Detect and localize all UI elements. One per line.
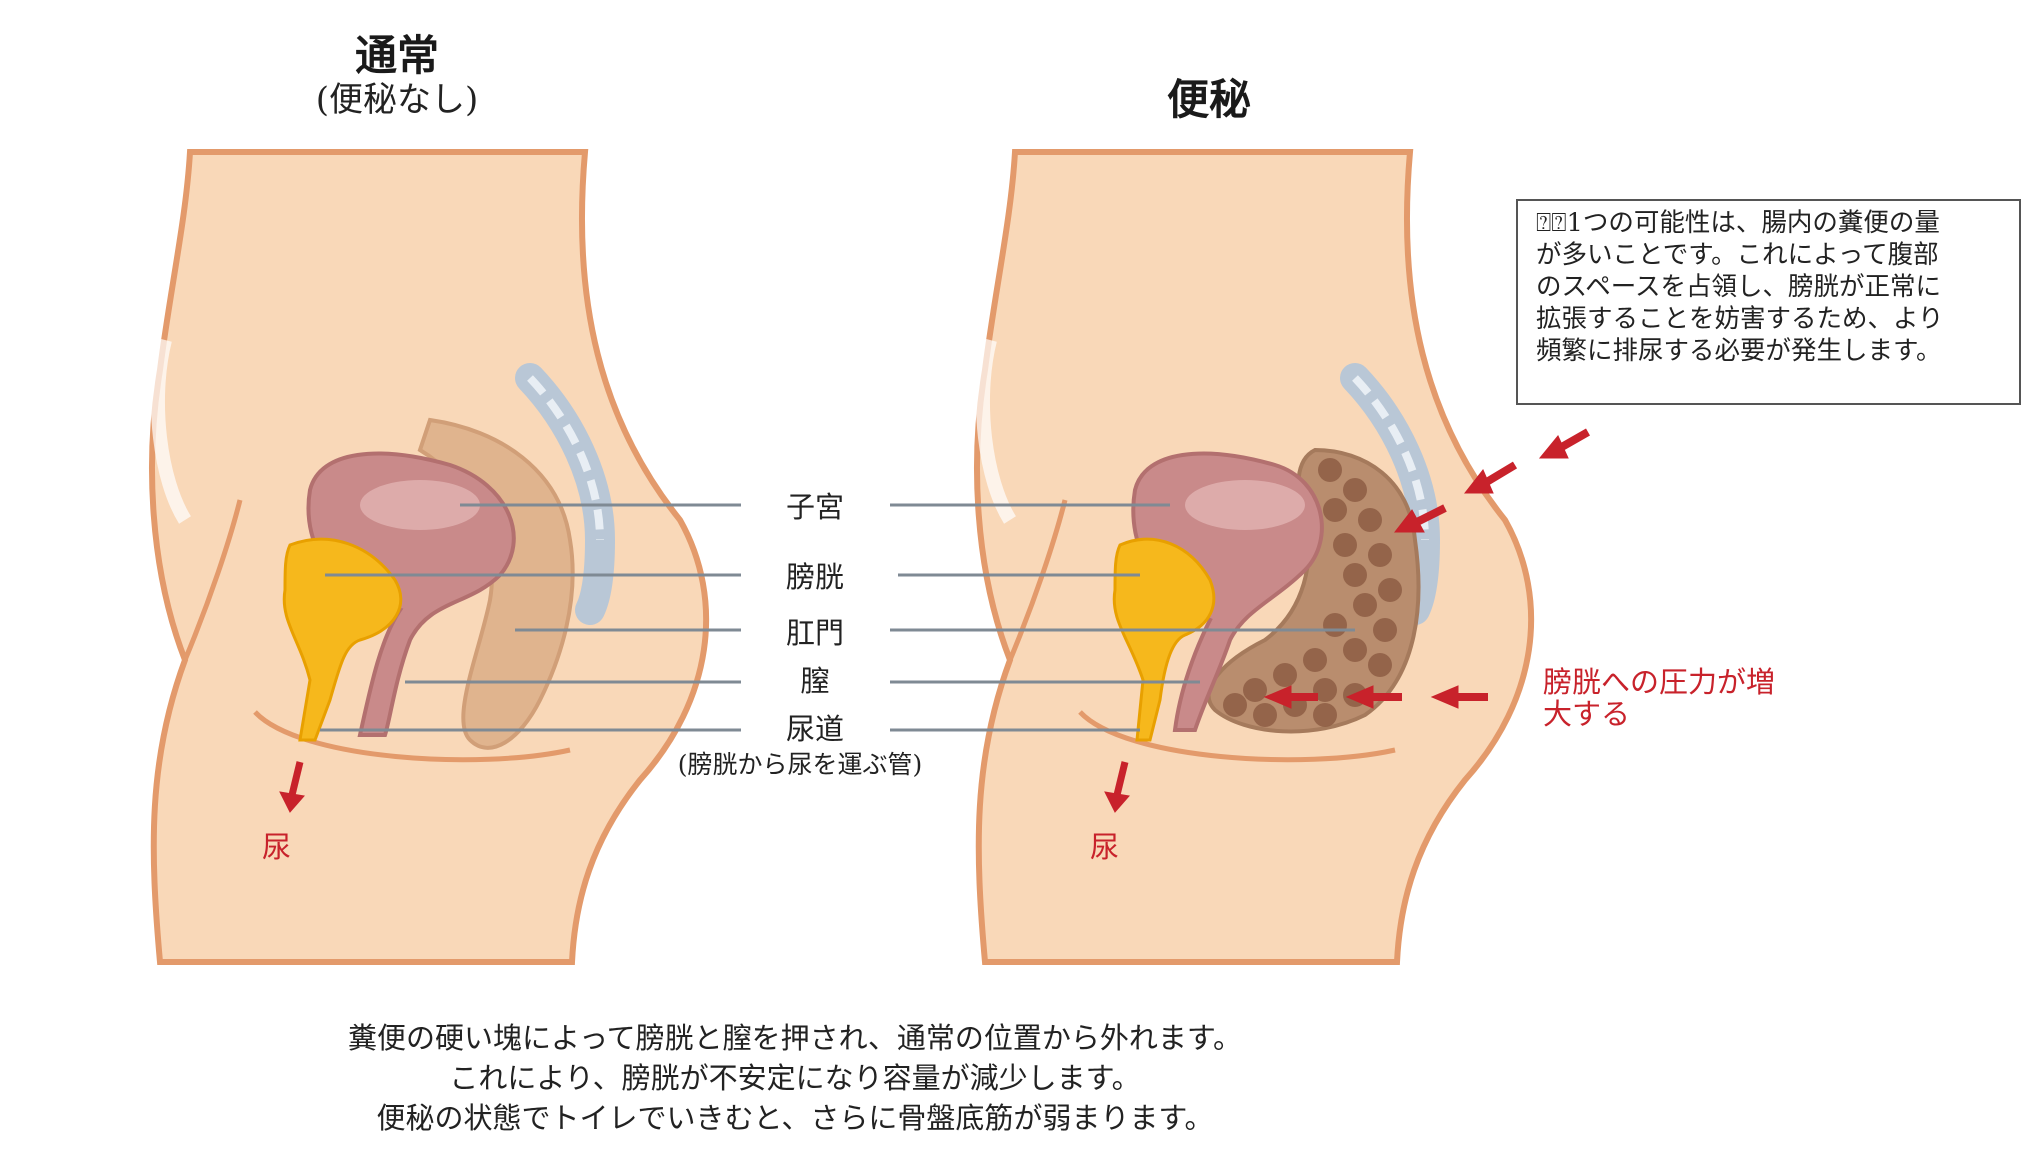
push-arrow [1430,685,1488,709]
info-line: のスペースを占領し、膀胱が正常に [1536,272,1941,302]
normal-figure [152,152,706,962]
pressure-label: 膀胱への圧力が増 大する [1543,666,1775,730]
info-box: ⍰⍰1つの可能性は、腸内の糞便の量 が多いことです。これによって腹部 のスペース… [1516,199,2021,405]
push-arrow [1263,685,1318,709]
urine-arrow-right [1104,761,1130,813]
caption-line: これにより、膀胱が不安定になり容量が減少します。 [449,1061,1141,1095]
caption-line: 糞便の硬い塊によって膀胱と膣を押され、通常の位置から外れます。 [347,1021,1243,1055]
normal-subtitle: (便秘なし) [315,80,479,120]
label-anus: 肛門 [785,616,845,650]
bladder [282,537,403,742]
push-arrow [1393,504,1447,533]
bladder [1112,537,1216,742]
urine-label-left: 尿 [262,830,292,864]
leader-lines [320,503,1355,732]
constipated-figure [977,152,1531,962]
label-urethra-note: (膀胱から尿を運ぶ管) [677,750,923,779]
pressure-label-line2: 大する [1543,697,1631,731]
constipation-title: 便秘 [1166,75,1252,124]
info-line: 頻繁に排尿する必要が発生します。 [1536,336,1942,366]
label-uterus: 子宮 [785,490,845,524]
info-line: ⍰⍰1つの可能性は、腸内の糞便の量 [1536,208,1940,238]
normal-title: 通常 [354,31,440,80]
urine-arrow-left [279,761,305,813]
label-vagina: 膣 [800,664,830,698]
label-urethra: 尿道 [785,712,845,746]
label-bladder: 膀胱 [785,560,845,594]
push-arrow [1463,461,1518,494]
push-arrow [1538,428,1590,459]
push-arrow [1345,685,1402,709]
pressure-label-line1: 膀胱への圧力が増 [1543,665,1776,699]
info-line: が多いことです。これによって腹部 [1536,240,1939,270]
urine-label-right: 尿 [1090,830,1120,864]
caption: 糞便の硬い塊によって膀胱と膣を押され、通常の位置から外れます。 これにより、膀胱… [0,1018,1590,1138]
pressure-arrows [279,428,1590,813]
caption-line: 便秘の状態でトイレでいきむと、さらに骨盤底筋が弱まります。 [376,1101,1214,1135]
info-line: 拡張することを妨害するため、より [1536,304,1944,334]
